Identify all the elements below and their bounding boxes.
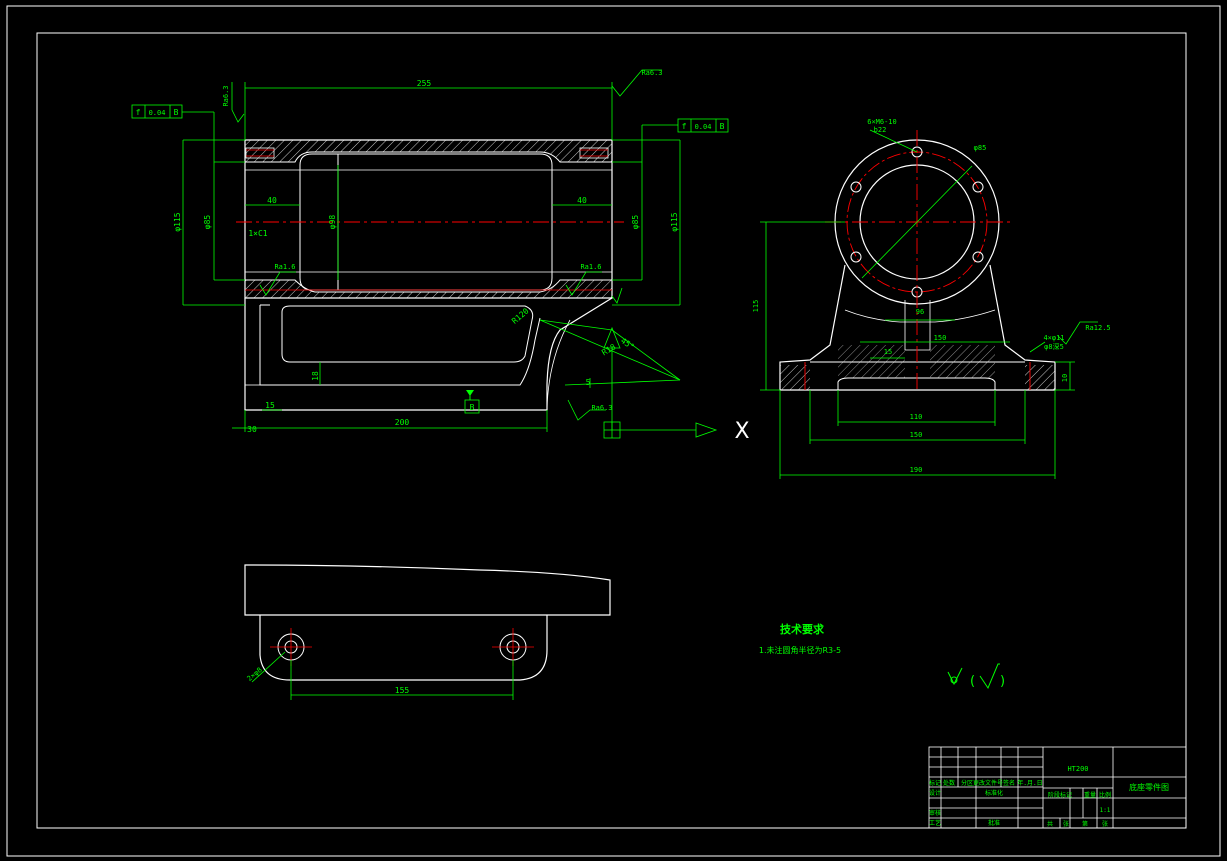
general-roughness-icon: ( ): [947, 663, 1005, 690]
tol-left-symbol: f: [136, 108, 141, 117]
tolerance-frame-left: f 0.04 B: [131, 104, 215, 162]
roughness-top-label: Ra6.3: [641, 69, 662, 77]
roughness-left-top-label: Ra6.3: [222, 85, 230, 106]
side-dim-base-190: 190: [910, 466, 923, 474]
dim-outer-dia-left: φ115: [173, 212, 182, 231]
dim-outer-dia-right: φ115: [670, 212, 679, 231]
tolerance-frame-right: f 0.04 B: [641, 118, 729, 162]
dim-bore-right: φ85: [631, 215, 640, 230]
tol-right-datum: B: [720, 122, 725, 131]
side-dim-web: 96: [916, 308, 924, 316]
roughness-bore-left-label: Ra1.6: [274, 263, 295, 271]
side-dim-height: 115: [752, 300, 760, 313]
dim-rib: 18: [311, 371, 320, 381]
title-approve-label: 批准: [988, 819, 1000, 827]
title-scale-label: 比例: [1099, 791, 1111, 799]
title-part-name: 底座零件图: [1129, 782, 1169, 792]
datum-marker: B: [464, 390, 480, 414]
angle-construction: [564, 326, 718, 439]
dim-mid-dia: φ98: [328, 215, 337, 230]
front-section-view: [236, 139, 624, 411]
svg-text:): ): [1000, 674, 1005, 689]
notes-title: 技术要求: [780, 622, 825, 636]
title-header-4: 年.月.日: [1017, 779, 1042, 787]
side-dim-holes-sub: φ8深5: [1044, 342, 1064, 351]
title-sheet-2: 第: [1082, 820, 1088, 828]
dim-inner-right: 40: [577, 196, 587, 205]
title-row-3: 工艺: [929, 819, 941, 827]
title-scale: 1:1: [1100, 807, 1111, 814]
tol-right-value: 0.04: [695, 123, 712, 131]
dim-r120: R120: [510, 306, 531, 325]
top-view: [244, 564, 611, 681]
title-sheet-3: 张: [1102, 820, 1108, 828]
roughness-symbols: [231, 69, 662, 421]
title-weight-label: 重量: [1084, 791, 1096, 799]
side-dim-base-150: 150: [910, 431, 923, 439]
dim-bore-left: φ85: [203, 215, 212, 230]
side-dim-pcd-sub: b22: [874, 126, 887, 134]
title-sheet-0: 共: [1047, 820, 1053, 828]
dim-inner-left: 40: [267, 196, 277, 205]
title-row-0: 标记: [929, 779, 941, 787]
side-roughness-label: Ra12.5: [1085, 324, 1110, 332]
dim-base-15: 15: [265, 401, 275, 410]
top-dim-hole-dia: 2×φ8: [246, 666, 264, 683]
top-dim-hole-spacing: 155: [395, 686, 410, 695]
title-header-1: 分区: [961, 779, 973, 787]
dim-angle: 45°: [619, 336, 636, 352]
title-row-1: 设计: [929, 789, 941, 797]
tol-left-value: 0.04: [149, 109, 166, 117]
roughness-bore-right-label: Ra1.6: [580, 263, 601, 271]
notes-line-1: 1.未注圆角半径为R3-5: [759, 645, 841, 655]
side-dim-base-110: 110: [910, 413, 923, 421]
side-dim-base-15: 15: [884, 348, 892, 356]
title-sheet-1: 张: [1063, 820, 1069, 828]
dim-length: 255: [417, 79, 432, 88]
tol-right-symbol: f: [682, 122, 687, 131]
dim-small-5: 5: [586, 378, 591, 387]
title-stage-label: 阶段标记: [1048, 791, 1072, 799]
front-view-dimensions: [182, 82, 681, 432]
dim-r18: R18: [600, 342, 617, 357]
side-view: [779, 130, 1056, 391]
side-dim-pcd: 6×M6-10: [867, 118, 897, 126]
title-row-2: 审核: [929, 809, 941, 817]
outer-frame: [6, 5, 1221, 857]
tol-left-datum: B: [174, 108, 179, 117]
side-view-dimensions: [760, 129, 1098, 479]
side-dim-base-height: 10: [1061, 374, 1069, 382]
side-dim-circle: φ85: [974, 144, 987, 152]
title-header-0: 处数: [943, 779, 955, 787]
side-dim-base-inner: 150: [934, 334, 947, 342]
side-dimension-texts: 6×M6-10 b22 φ85 115 96 150 15 110 150 19…: [752, 118, 1111, 474]
title-material: HT200: [1067, 765, 1088, 773]
dim-left-offset: 30: [247, 425, 257, 434]
title-header-2: 更改文件号: [973, 779, 1003, 787]
dim-total: 200: [395, 418, 410, 427]
top-view-dimensions: [251, 651, 514, 700]
title-std-label: 标准化: [985, 789, 1003, 797]
title-header-3: 签名: [1003, 779, 1015, 787]
svg-text:(: (: [970, 674, 975, 689]
inner-frame: [36, 32, 1187, 829]
title-block: [928, 746, 1187, 829]
dim-chamfer: 1×C1: [248, 229, 267, 238]
front-dimension-texts: 255 200 30 15 18 40 40 φ115 φ85 φ115 φ85…: [173, 79, 679, 434]
title-block-texts: HT200 底座零件图 1:1 处数 分区 更改文件号 签名 年.月.日 标记 …: [929, 765, 1169, 828]
side-dim-holes: 4×φ11: [1043, 334, 1064, 342]
datum-label: B: [470, 403, 475, 412]
axis-x-symbol: X: [734, 419, 749, 444]
roughness-bottom-label: Ra6.3: [591, 404, 612, 412]
